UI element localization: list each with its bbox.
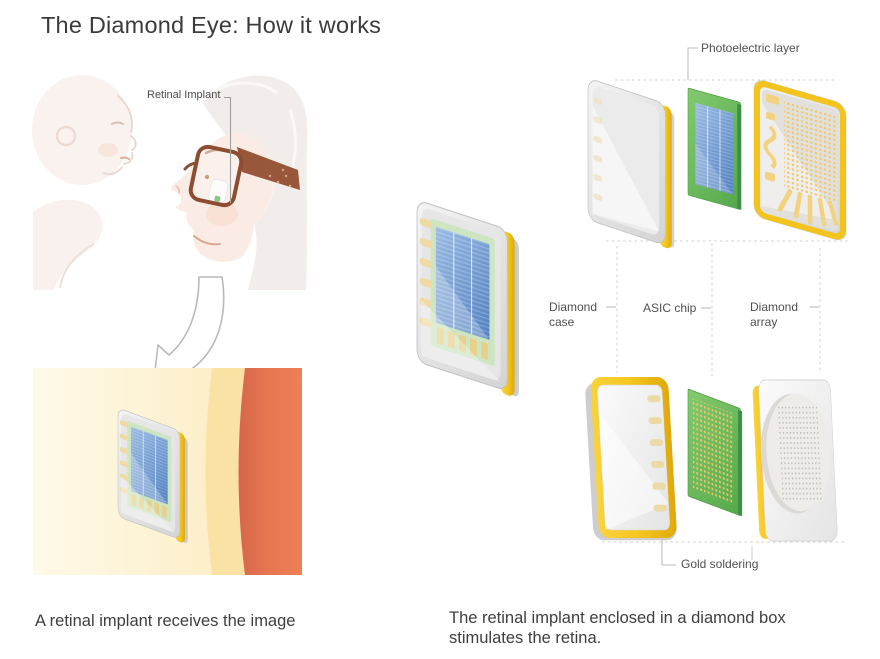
- photoelectric-chip-graphic: [687, 87, 742, 210]
- caption-right: The retinal implant enclosed in a diamon…: [449, 609, 786, 647]
- retinal-implant-pointer: [224, 96, 232, 203]
- assembled-implant: [416, 199, 520, 400]
- diamond-case-label: Diamond case: [549, 300, 598, 329]
- diamond-array-graphic: [753, 80, 847, 241]
- caption-left: A retinal implant receives the image: [35, 612, 296, 630]
- asic-chip-label: ASIC chip: [643, 301, 697, 315]
- diamond-case-graphic: [587, 80, 675, 249]
- gold-soldering-label: Gold soldering: [681, 557, 759, 571]
- photoelectric-layer-label: Photoelectric layer: [701, 41, 800, 55]
- gold-solder-chip-graphic: [687, 388, 743, 517]
- retinal-implant-label: Retinal Implant: [147, 89, 221, 101]
- baby-illustration: [32, 75, 137, 290]
- diamond-array-label: Diamond array: [750, 300, 799, 329]
- diamond-case-frame-graphic: [585, 377, 677, 541]
- alignment-guides: [602, 79, 848, 543]
- page-title: The Diamond Eye: How it works: [41, 12, 382, 38]
- scene-illustration: [32, 75, 308, 290]
- diamond-array-disc-graphic: [752, 379, 838, 542]
- glasses-illustration: [183, 144, 300, 208]
- label-connectors: [606, 47, 819, 566]
